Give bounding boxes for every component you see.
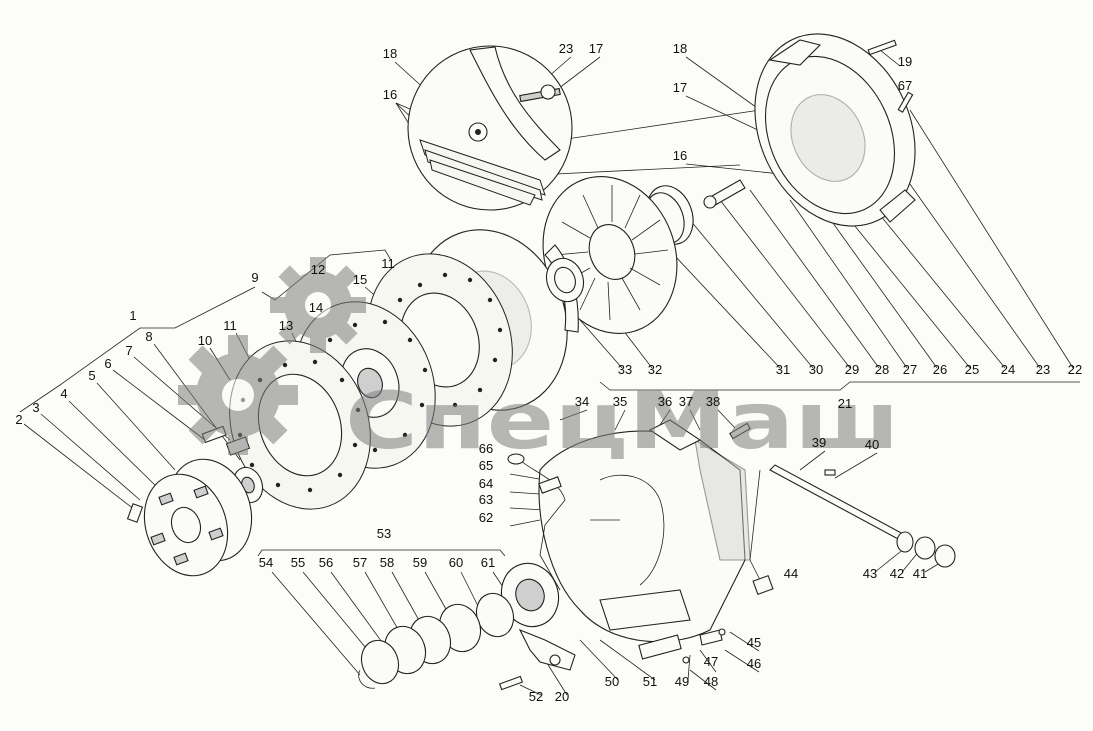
part-callout-13: 13 bbox=[279, 318, 293, 333]
part-callout-63: 63 bbox=[479, 492, 493, 507]
part-callout-4: 4 bbox=[60, 386, 67, 401]
part-callout-18: 18 bbox=[383, 46, 397, 61]
part-callout-56: 56 bbox=[319, 555, 333, 570]
part-callout-31: 31 bbox=[776, 362, 790, 377]
part-callout-22: 22 bbox=[1068, 362, 1082, 377]
part-callout-50: 50 bbox=[605, 674, 619, 689]
part-callout-24: 24 bbox=[1001, 362, 1015, 377]
part-callout-6: 6 bbox=[104, 356, 111, 371]
part-callout-25: 25 bbox=[965, 362, 979, 377]
clutch-housing bbox=[538, 419, 751, 660]
part-callout-36: 36 bbox=[658, 394, 672, 409]
part-callout-11: 11 bbox=[223, 318, 237, 333]
part-callout-33: 33 bbox=[618, 362, 632, 377]
part-callout-49: 49 bbox=[675, 674, 689, 689]
part-callout-1: 1 bbox=[129, 308, 136, 323]
release-fork bbox=[498, 628, 576, 691]
part-callout-26: 26 bbox=[933, 362, 947, 377]
part-callout-64: 64 bbox=[479, 476, 493, 491]
part-callout-51: 51 bbox=[643, 674, 657, 689]
part-callout-65: 65 bbox=[479, 458, 493, 473]
part-callout-43: 43 bbox=[863, 566, 877, 581]
part-callout-46: 46 bbox=[747, 656, 761, 671]
part-callout-19: 19 bbox=[898, 54, 912, 69]
part-callout-58: 58 bbox=[380, 555, 394, 570]
damper-plate bbox=[126, 458, 253, 577]
part-callout-62: 62 bbox=[479, 510, 493, 525]
part-callout-28: 28 bbox=[875, 362, 889, 377]
part-callout-30: 30 bbox=[809, 362, 823, 377]
part-callout-38: 38 bbox=[706, 394, 720, 409]
part-callout-59: 59 bbox=[413, 555, 427, 570]
part-callout-17: 17 bbox=[589, 41, 603, 56]
part-callout-15: 15 bbox=[353, 272, 367, 287]
part-callout-54: 54 bbox=[259, 555, 273, 570]
part-callout-12: 12 bbox=[311, 262, 325, 277]
part-callout-14: 14 bbox=[309, 300, 323, 315]
part-callout-57: 57 bbox=[353, 555, 367, 570]
part-callout-40: 40 bbox=[865, 437, 879, 452]
gear-icon bbox=[178, 335, 298, 455]
part-callout-42: 42 bbox=[890, 566, 904, 581]
part-callout-41: 41 bbox=[913, 566, 927, 581]
part-callout-32: 32 bbox=[648, 362, 662, 377]
hydraulic-line bbox=[507, 453, 566, 591]
part-callout-10: 10 bbox=[198, 333, 212, 348]
part-callout-21: 21 bbox=[838, 396, 852, 411]
part-callout-37: 37 bbox=[679, 394, 693, 409]
part-callout-23: 23 bbox=[559, 41, 573, 56]
detail-inset-circle bbox=[407, 45, 573, 211]
part-callout-17: 17 bbox=[673, 80, 687, 95]
part-callout-16: 16 bbox=[673, 148, 687, 163]
release-shaft bbox=[682, 422, 956, 664]
part-callout-5: 5 bbox=[88, 368, 95, 383]
gear-icon bbox=[270, 257, 366, 353]
part-callout-11: 11 bbox=[381, 256, 395, 271]
part-callout-27: 27 bbox=[903, 362, 917, 377]
part-callout-47: 47 bbox=[704, 654, 718, 669]
part-callout-18: 18 bbox=[673, 41, 687, 56]
part-callout-20: 20 bbox=[555, 689, 569, 704]
part-callout-29: 29 bbox=[845, 362, 859, 377]
part-callout-34: 34 bbox=[575, 394, 589, 409]
part-callout-60: 60 bbox=[449, 555, 463, 570]
part-callout-3: 3 bbox=[32, 400, 39, 415]
part-callout-44: 44 bbox=[784, 566, 798, 581]
part-callout-67: 67 bbox=[898, 78, 912, 93]
watermark: СпецМаш bbox=[178, 257, 900, 467]
part-callout-16: 16 bbox=[383, 87, 397, 102]
watermark-text: СпецМаш bbox=[345, 377, 900, 467]
part-callout-23: 23 bbox=[1036, 362, 1050, 377]
part-callout-9: 9 bbox=[251, 270, 258, 285]
part-callout-39: 39 bbox=[812, 435, 826, 450]
part-callout-7: 7 bbox=[125, 343, 132, 358]
part-callout-45: 45 bbox=[747, 635, 761, 650]
clutch-cover bbox=[703, 33, 916, 227]
part-callout-2: 2 bbox=[15, 412, 22, 427]
part-callout-53: 53 bbox=[377, 526, 391, 541]
part-callout-35: 35 bbox=[613, 394, 627, 409]
part-callout-66: 66 bbox=[479, 441, 493, 456]
part-callout-61: 61 bbox=[481, 555, 495, 570]
part-callout-55: 55 bbox=[291, 555, 305, 570]
part-callout-8: 8 bbox=[145, 329, 152, 344]
part-callout-48: 48 bbox=[704, 674, 718, 689]
release-bearing bbox=[358, 562, 560, 689]
part-callout-52: 52 bbox=[529, 689, 543, 704]
